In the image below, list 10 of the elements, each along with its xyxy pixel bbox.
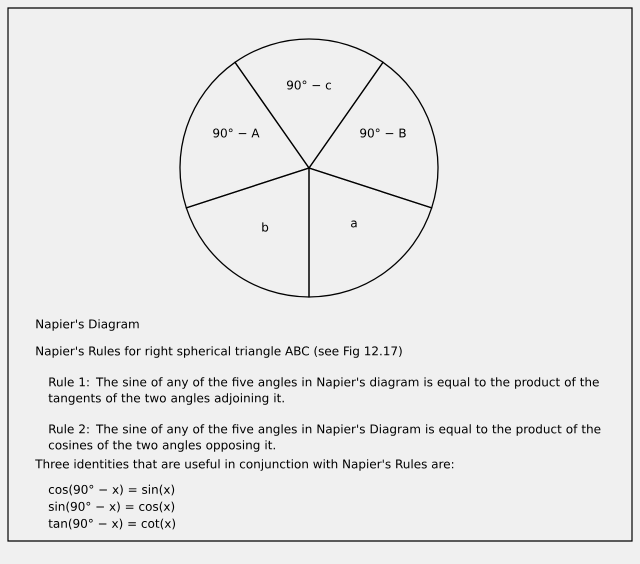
- identity-formula: sin(90° − x) = cos(x): [48, 502, 174, 512]
- caption: Napier's Diagram: [36, 319, 139, 331]
- rule-text: Rule 2: The sine of any of the five angles in Napier's Diagram is equal to the product of the cosines of the two angles opposing it.: [48, 424, 600, 452]
- heading-text: Napier's Rules for right spherical triangle ABC (see Fig 12.17): [36, 346, 402, 358]
- rule-text: Rule 1: The sine of any of the five angles in Napier's diagram is equal to the product of the tangents of the two angles adjoining it.: [48, 377, 599, 405]
- identity-formula: tan(90° − x) = cot(x): [48, 518, 176, 530]
- sector: b: [186, 167, 310, 298]
- intro-text: Three identities that are useful in conjunction with Napier's Rules are:: [35, 459, 454, 471]
- identity-formula: cos(90° − x) = sin(x): [48, 484, 174, 496]
- sector: a: [308, 167, 432, 298]
